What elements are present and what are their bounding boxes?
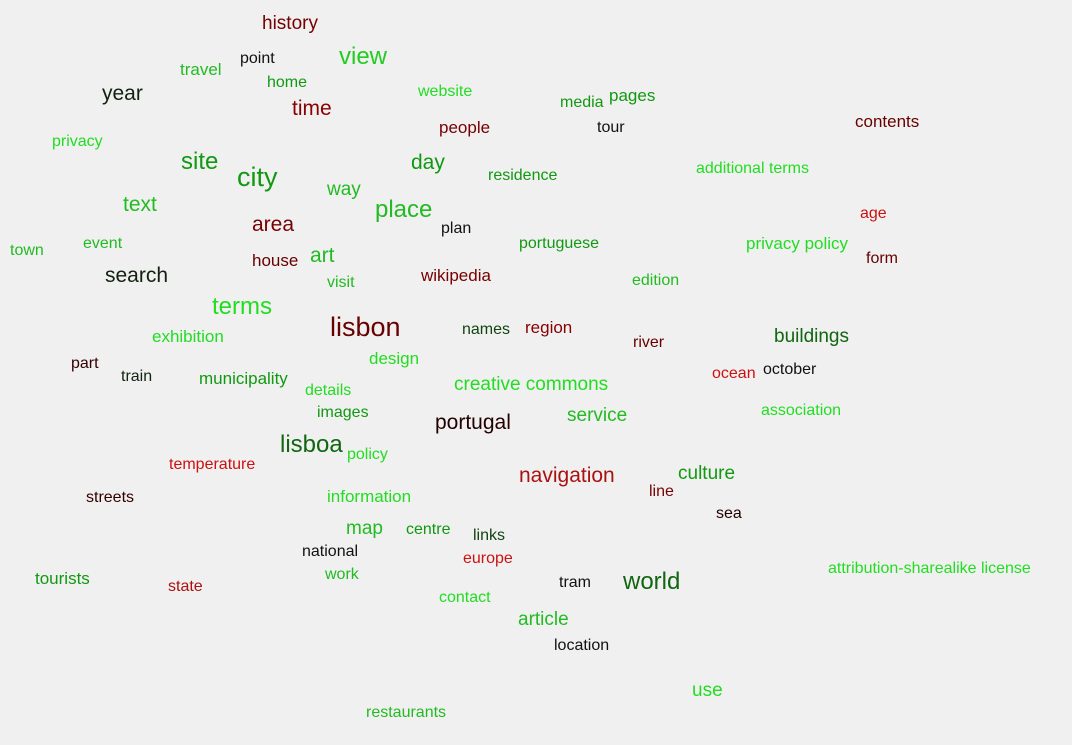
cloud-word-buildings: buildings xyxy=(774,326,849,347)
cloud-word-part: part xyxy=(71,355,99,372)
cloud-word-world: world xyxy=(623,568,681,595)
cloud-word-images: images xyxy=(317,404,369,421)
cloud-word-europe: europe xyxy=(463,550,513,567)
cloud-word-way: way xyxy=(327,179,361,200)
cloud-word-municipality: municipality xyxy=(199,369,288,388)
cloud-word-time: time xyxy=(292,97,332,120)
cloud-word-service: service xyxy=(567,405,628,426)
cloud-word-day: day xyxy=(411,151,445,174)
cloud-word-line: line xyxy=(649,483,674,500)
cloud-word-age: age xyxy=(860,205,887,222)
cloud-word-additional-terms: additional terms xyxy=(696,160,809,177)
cloud-word-restaurants: restaurants xyxy=(366,704,447,721)
cloud-word-people: people xyxy=(439,118,491,137)
cloud-word-exhibition: exhibition xyxy=(152,327,224,346)
cloud-word-place: place xyxy=(375,196,433,223)
cloud-word-work: work xyxy=(325,566,359,583)
cloud-word-sea: sea xyxy=(716,505,742,522)
cloud-word-site: site xyxy=(181,148,219,175)
cloud-word-state: state xyxy=(168,578,203,595)
cloud-word-temperature: temperature xyxy=(169,456,256,473)
cloud-word-travel: travel xyxy=(180,60,222,79)
cloud-word-visit: visit xyxy=(327,274,355,291)
cloud-word-privacy-policy: privacy policy xyxy=(746,234,849,253)
cloud-word-contents: contents xyxy=(855,112,920,131)
cloud-word-media: media xyxy=(560,94,604,111)
cloud-word-home: home xyxy=(267,74,308,91)
cloud-word-contact: contact xyxy=(439,589,491,606)
cloud-word-town: town xyxy=(10,242,44,259)
cloud-word-map: map xyxy=(346,518,383,539)
cloud-word-residence: residence xyxy=(488,167,558,184)
cloud-word-links: links xyxy=(473,527,506,544)
cloud-word-ocean: ocean xyxy=(712,365,756,382)
cloud-word-creative-commons: creative commons xyxy=(454,374,609,395)
cloud-word-art: art xyxy=(310,244,335,267)
cloud-word-house: house xyxy=(252,251,299,270)
cloud-word-region: region xyxy=(525,318,573,337)
cloud-word-design: design xyxy=(369,349,420,368)
cloud-word-edition: edition xyxy=(632,272,680,289)
cloud-word-search: search xyxy=(105,264,169,287)
cloud-word-river: river xyxy=(633,334,665,351)
cloud-word-policy: policy xyxy=(347,446,388,463)
cloud-word-lisboa: lisboa xyxy=(280,431,343,458)
cloud-word-centre: centre xyxy=(406,521,451,538)
cloud-word-details: details xyxy=(305,382,352,399)
cloud-word-streets: streets xyxy=(86,489,135,506)
cloud-word-tour: tour xyxy=(597,119,625,136)
cloud-word-tram: tram xyxy=(559,574,591,591)
cloud-word-view: view xyxy=(339,43,388,70)
cloud-word-year: year xyxy=(102,82,143,105)
cloud-word-text: text xyxy=(123,193,157,216)
cloud-word-pages: pages xyxy=(609,86,656,105)
cloud-word-terms: terms xyxy=(212,293,272,320)
cloud-word-portuguese: portuguese xyxy=(519,235,600,252)
cloud-word-privacy: privacy xyxy=(52,133,103,150)
cloud-word-area: area xyxy=(252,213,295,236)
cloud-word-culture: culture xyxy=(678,463,736,484)
cloud-word-lisbon: lisbon xyxy=(330,312,401,342)
cloud-word-article: article xyxy=(518,609,569,630)
cloud-word-national: national xyxy=(302,543,359,560)
cloud-word-train: train xyxy=(121,368,153,385)
cloud-word-information: information xyxy=(327,487,412,506)
cloud-word-attribution-sharealike-license: attribution-sharealike license xyxy=(828,560,1031,577)
cloud-word-october: october xyxy=(763,361,817,378)
cloud-word-city: city xyxy=(237,162,278,192)
cloud-word-plan: plan xyxy=(441,220,472,237)
cloud-word-point: point xyxy=(240,50,275,67)
cloud-word-portugal: portugal xyxy=(435,411,511,434)
cloud-word-navigation: navigation xyxy=(519,464,615,487)
cloud-word-wikipedia: wikipedia xyxy=(421,266,491,285)
cloud-word-use: use xyxy=(692,680,723,701)
cloud-word-tourists: tourists xyxy=(35,569,90,588)
cloud-word-website: website xyxy=(418,83,473,100)
cloud-word-event: event xyxy=(83,235,123,252)
cloud-word-association: association xyxy=(761,402,842,419)
cloud-word-history: history xyxy=(262,13,318,34)
cloud-word-form: form xyxy=(866,250,898,267)
cloud-word-names: names xyxy=(462,321,511,338)
cloud-word-location: location xyxy=(554,637,610,654)
